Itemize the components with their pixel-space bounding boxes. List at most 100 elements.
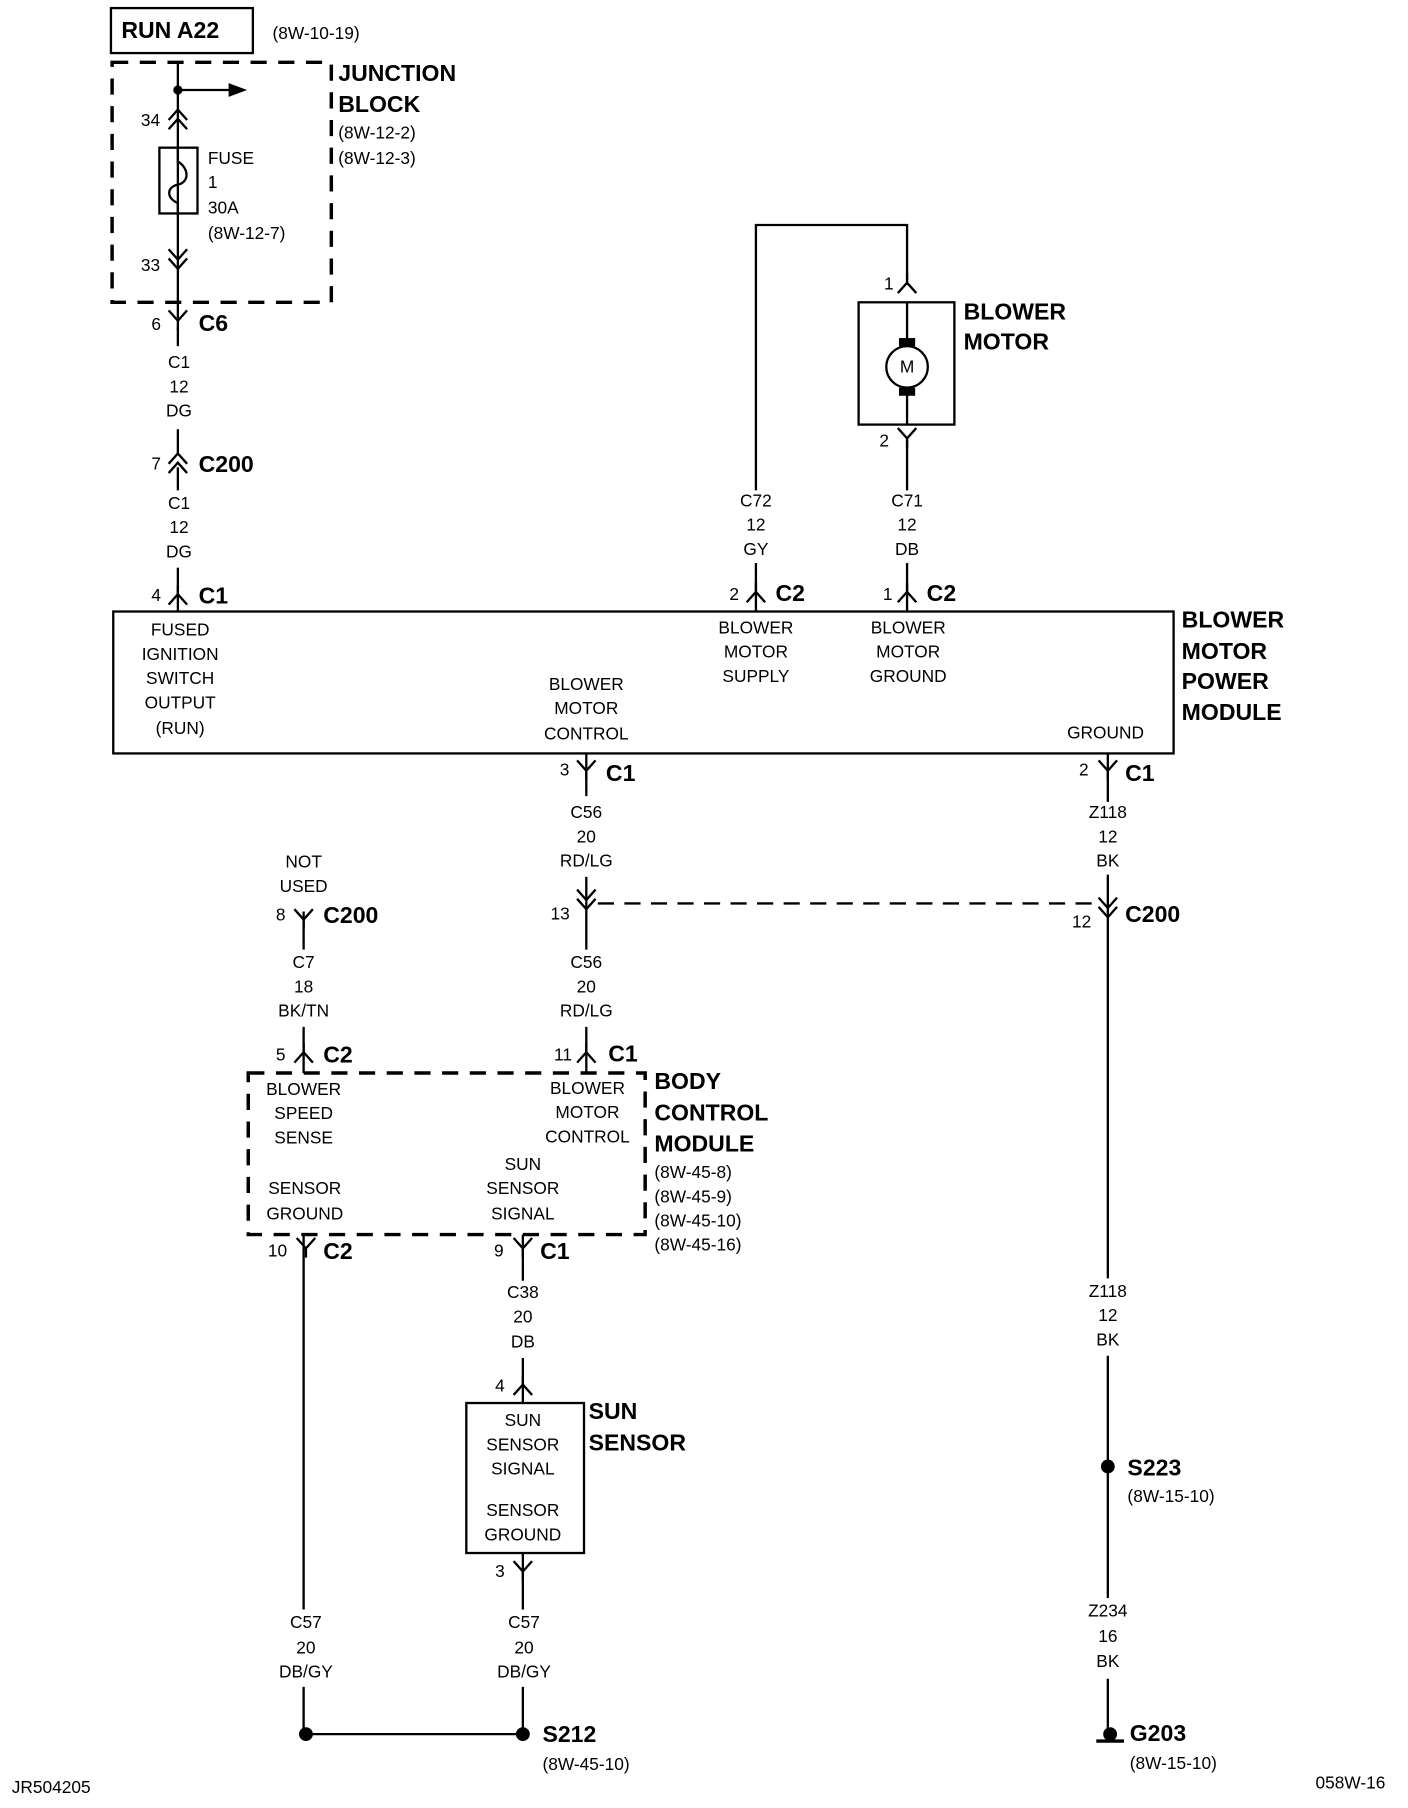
title-line: MOTOR: [1182, 638, 1268, 664]
wire-gauge: 12: [169, 376, 188, 396]
wire-c72: [754, 223, 909, 491]
pin-function: BLOWER: [550, 1078, 625, 1098]
wire-circuit: C7: [293, 952, 315, 972]
pin-label: 2: [1079, 759, 1089, 779]
circuit-label: RUN A22: [121, 17, 219, 43]
junction-block-outline: [110, 60, 334, 305]
junction-block-ref: (8W-12-3): [338, 148, 416, 168]
wire-color: DB: [895, 539, 919, 559]
pin-function: MOTOR: [724, 642, 788, 662]
wire-color: GY: [743, 539, 768, 559]
connector-terminal-icon: [512, 1560, 533, 1581]
connector-terminal-icon: [293, 1043, 314, 1064]
splice-label: S223: [1127, 1455, 1181, 1481]
figure-id: JR504205: [12, 1777, 91, 1797]
connector-label: C1: [606, 760, 636, 786]
pin-label: 3: [560, 759, 570, 779]
connector-terminal-icon: [167, 107, 188, 130]
ground-icon: [1096, 1727, 1124, 1743]
wire-color: DB: [511, 1332, 535, 1352]
wire-circuit: C1: [168, 493, 190, 513]
splice-dot: [1100, 1459, 1115, 1474]
body-control-module-outline: [246, 1071, 647, 1237]
pin-function: SUPPLY: [722, 666, 789, 686]
connector-terminal-icon: [896, 273, 918, 294]
ground-ref: (8W-15-10): [1130, 1753, 1217, 1773]
splice-label: S212: [542, 1721, 596, 1747]
bmpm-title: BLOWER MOTOR POWER MODULE: [1182, 607, 1285, 725]
connector-label: C200: [1125, 901, 1180, 927]
wire-circuit: C71: [891, 491, 923, 511]
pin-label: 2: [879, 431, 889, 451]
pin-function: SIGNAL: [491, 1204, 555, 1224]
wire-color: BK: [1096, 851, 1120, 871]
not-used-label: USED: [280, 876, 328, 896]
pin-label: 9: [494, 1240, 504, 1260]
pin-label: 7: [151, 454, 161, 474]
pin-function: GROUND: [266, 1204, 343, 1224]
wire-gauge: 12: [1098, 826, 1117, 846]
splice-dot: [299, 1727, 313, 1742]
connector-label: C2: [323, 1238, 352, 1264]
pin-function: FUSED: [151, 620, 210, 640]
wire-circuit: Z118: [1089, 802, 1127, 822]
fuse-number: 1: [208, 172, 218, 192]
wire-gauge: 20: [577, 976, 596, 996]
wire-color: DB/GY: [497, 1662, 551, 1682]
pin-label: 12: [1072, 912, 1091, 932]
pin-label: 13: [551, 904, 570, 924]
ground-label: G203: [1130, 1720, 1186, 1746]
connector-terminal-icon: [576, 759, 597, 780]
wire-color: RD/LG: [560, 1000, 613, 1020]
connector-terminal-icon: [167, 451, 188, 474]
wire-gauge: 20: [577, 826, 596, 846]
pin-function: BLOWER: [266, 1079, 341, 1099]
connector-terminal-icon: [512, 1375, 533, 1396]
pin-function: SWITCH: [146, 668, 214, 688]
pin-function: BLOWER: [718, 617, 793, 637]
wire-gauge: 20: [513, 1306, 532, 1326]
fuse-ref: (8W-12-7): [208, 223, 286, 243]
sun-sensor-title: SENSOR: [589, 1429, 687, 1455]
pin-function: SPEED: [274, 1103, 333, 1123]
connector-label: C2: [776, 580, 805, 606]
wire-gauge: 20: [514, 1637, 533, 1657]
blower-motor-power-module-box: [112, 610, 1175, 755]
connector-label: C1: [1125, 760, 1155, 786]
pin-label: 1: [883, 584, 893, 604]
pin-function: MOTOR: [555, 1102, 619, 1122]
pin-function: SENSOR: [486, 1500, 559, 1520]
connector-label: C1: [199, 582, 229, 608]
pin-function: CONTROL: [545, 1126, 630, 1146]
bcm-ref: (8W-45-8): [654, 1162, 732, 1182]
not-used-label: NOT: [285, 852, 322, 872]
motor-symbol: M: [900, 357, 914, 377]
pin-label: 5: [276, 1044, 286, 1064]
connector-terminal-icon: [293, 908, 314, 929]
circuit-box: [109, 6, 255, 55]
wire-gauge: 12: [897, 515, 916, 535]
bcm-ref: (8W-45-16): [654, 1235, 741, 1255]
bcm-title: MODULE: [654, 1130, 754, 1156]
blower-motor-title-2: MOTOR: [964, 329, 1050, 355]
motor-icon: [885, 344, 929, 389]
connector-terminal-icon: [745, 582, 767, 604]
motor-brush: [898, 338, 916, 347]
wire-gauge: 16: [1098, 1626, 1117, 1646]
fuse-rating: 30A: [208, 197, 239, 217]
pin-function: GROUND: [1067, 722, 1144, 742]
pin-function: BLOWER: [871, 617, 946, 637]
connector-label: C1: [608, 1040, 638, 1066]
motor-brush: [898, 387, 916, 396]
connector-terminal-icon: [167, 248, 188, 271]
wire-circuit: C1: [168, 352, 190, 372]
pin-label: 4: [495, 1375, 505, 1395]
pin-function: SIGNAL: [491, 1459, 555, 1479]
pin-function: MOTOR: [876, 642, 940, 662]
fuse-element-icon: [168, 147, 188, 214]
wire-gauge: 20: [296, 1637, 315, 1657]
pin-label: 2: [729, 584, 739, 604]
title-line: BLOWER: [1182, 607, 1285, 633]
